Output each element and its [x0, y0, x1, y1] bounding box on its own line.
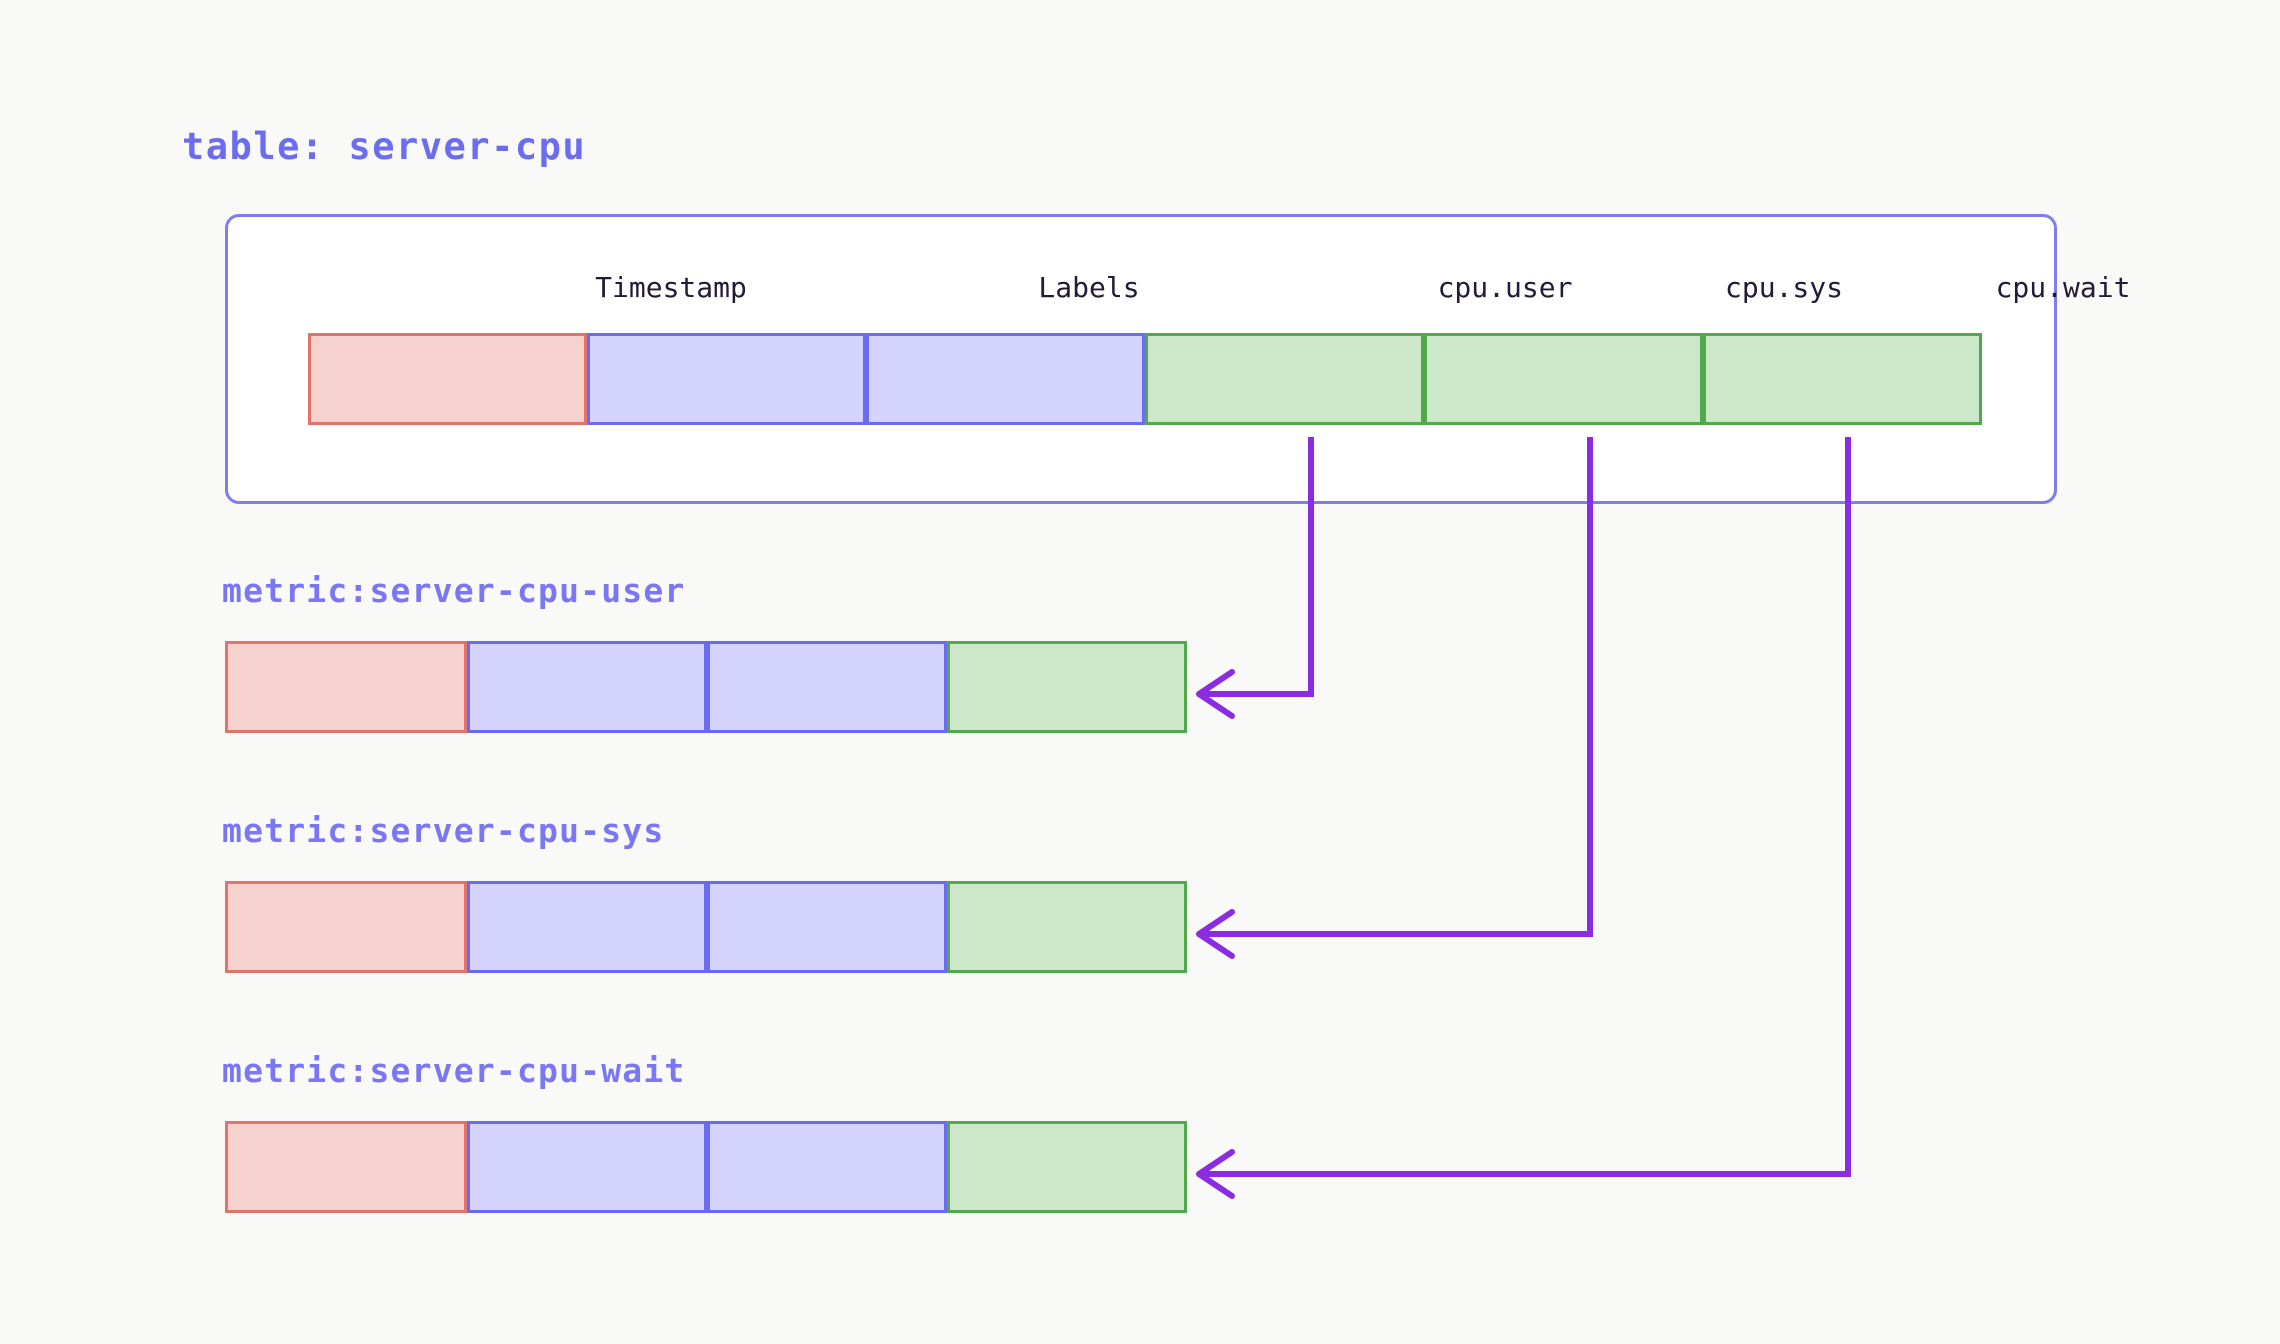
metric-title-server-cpu-user: metric:server-cpu-user	[222, 571, 686, 610]
table-card: Timestamp Labels cpu.user cpu.sys cpu.wa…	[225, 214, 2130, 504]
column-header-cpu-user: cpu.user	[1437, 271, 1573, 304]
connector-cpu-wait	[1196, 437, 1851, 1199]
metric-cell-label-2	[707, 1121, 947, 1213]
column-header-timestamp: Timestamp	[595, 271, 747, 304]
table-cell-cpu-wait	[1703, 333, 1982, 425]
metric-cell-label-1	[467, 641, 707, 733]
column-header-labels: Labels	[1038, 271, 1140, 304]
metric-cell-label-2	[707, 641, 947, 733]
metric-cell-timestamp	[225, 641, 467, 733]
table-cell-timestamp	[308, 333, 587, 425]
metric-cell-label-2	[707, 881, 947, 973]
table-header-row: Timestamp Labels cpu.user cpu.sys cpu.wa…	[228, 271, 2130, 315]
table-cell-label-1	[587, 333, 866, 425]
column-header-cpu-sys: cpu.sys	[1724, 271, 1844, 304]
metric-row-server-cpu-wait	[225, 1121, 1187, 1213]
metric-cell-timestamp	[225, 1121, 467, 1213]
table-cell-cpu-sys	[1424, 333, 1703, 425]
table-title: table: server-cpu	[182, 125, 587, 168]
metric-title-server-cpu-wait: metric:server-cpu-wait	[222, 1051, 686, 1090]
metric-cell-value	[947, 881, 1187, 973]
metric-cell-label-1	[467, 881, 707, 973]
table-cell-cpu-user	[1145, 333, 1424, 425]
metric-cell-value	[947, 1121, 1187, 1213]
metric-row-server-cpu-sys	[225, 881, 1187, 973]
metric-row-server-cpu-user	[225, 641, 1187, 733]
column-header-cpu-wait: cpu.wait	[1995, 271, 2131, 304]
table-cell-label-2	[866, 333, 1145, 425]
connector-cpu-sys	[1196, 437, 1593, 959]
metric-cell-label-1	[467, 1121, 707, 1213]
table-data-row	[308, 333, 1982, 425]
metric-cell-value	[947, 641, 1187, 733]
metric-title-server-cpu-sys: metric:server-cpu-sys	[222, 811, 665, 850]
metric-cell-timestamp	[225, 881, 467, 973]
